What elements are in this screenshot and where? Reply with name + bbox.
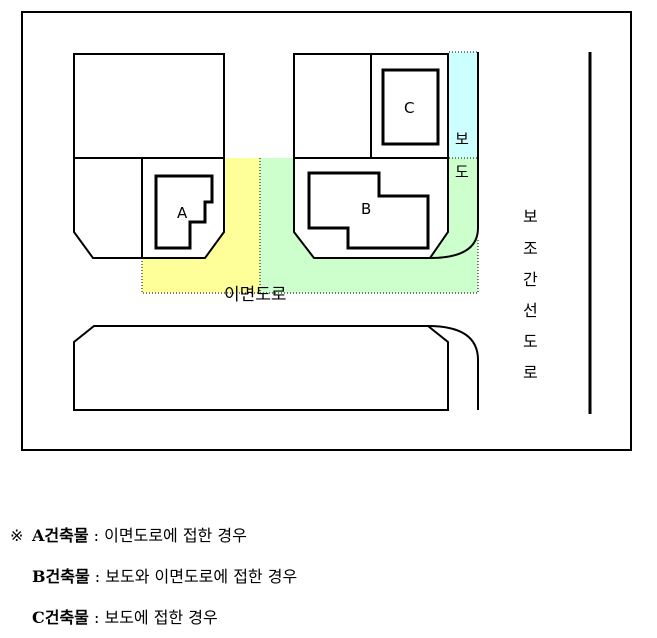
note-marker: ※ [10,526,24,545]
sidewalk-zone [449,52,478,158]
note-c: C건축물 : 보도에 접한 경우 [10,597,297,638]
building-a [154,174,214,250]
note-b-desc: 보도와 이면도로에 접한 경우 [105,567,298,586]
note-a-building: A건축물 [32,526,89,545]
note-a-desc: 이면도로에 접한 경우 [104,526,247,545]
label-arterial-6: 로 [523,363,538,382]
label-sidewalk-2: 도 [455,163,469,181]
building-c [381,68,440,146]
note-b: B건축물 : 보도와 이면도로에 접한 경우 [10,556,297,597]
label-arterial-3: 간 [523,270,538,289]
note-c-separator: : [94,608,100,627]
label-building-c: C [404,99,414,117]
label-building-b: B [361,200,371,218]
note-a-separator: : [93,526,100,545]
label-arterial-1: 보 [523,207,538,226]
label-arterial-2: 조 [523,239,538,258]
curb-lower [427,325,479,410]
curb-upper [429,52,479,259]
label-building-a: A [177,204,188,222]
label-arterial-4: 선 [523,301,538,320]
bottom-block [73,325,449,411]
note-b-building: B건축물 [32,567,90,586]
alley-dotted-border [141,157,479,294]
label-sidewalk-1: 보 [455,130,469,148]
label-arterial-5: 도 [523,332,538,351]
outer-frame [21,11,632,451]
site-diagram: A B C 보 도 이면도로 보 조 간 선 도 로 [21,11,632,451]
note-c-desc: 보도에 접한 경우 [104,608,218,627]
note-c-building: C건축물 [32,608,89,627]
label-alley-road: 이면도로 [224,285,287,305]
building-b [307,171,430,250]
note-b-separator: : [94,567,101,586]
note-a: ※ A건축물 : 이면도로에 접한 경우 [10,515,297,556]
left-block [73,53,225,259]
notes: ※ A건축물 : 이면도로에 접한 경우 B건축물 : 보도와 이면도로에 접한 … [10,515,297,638]
